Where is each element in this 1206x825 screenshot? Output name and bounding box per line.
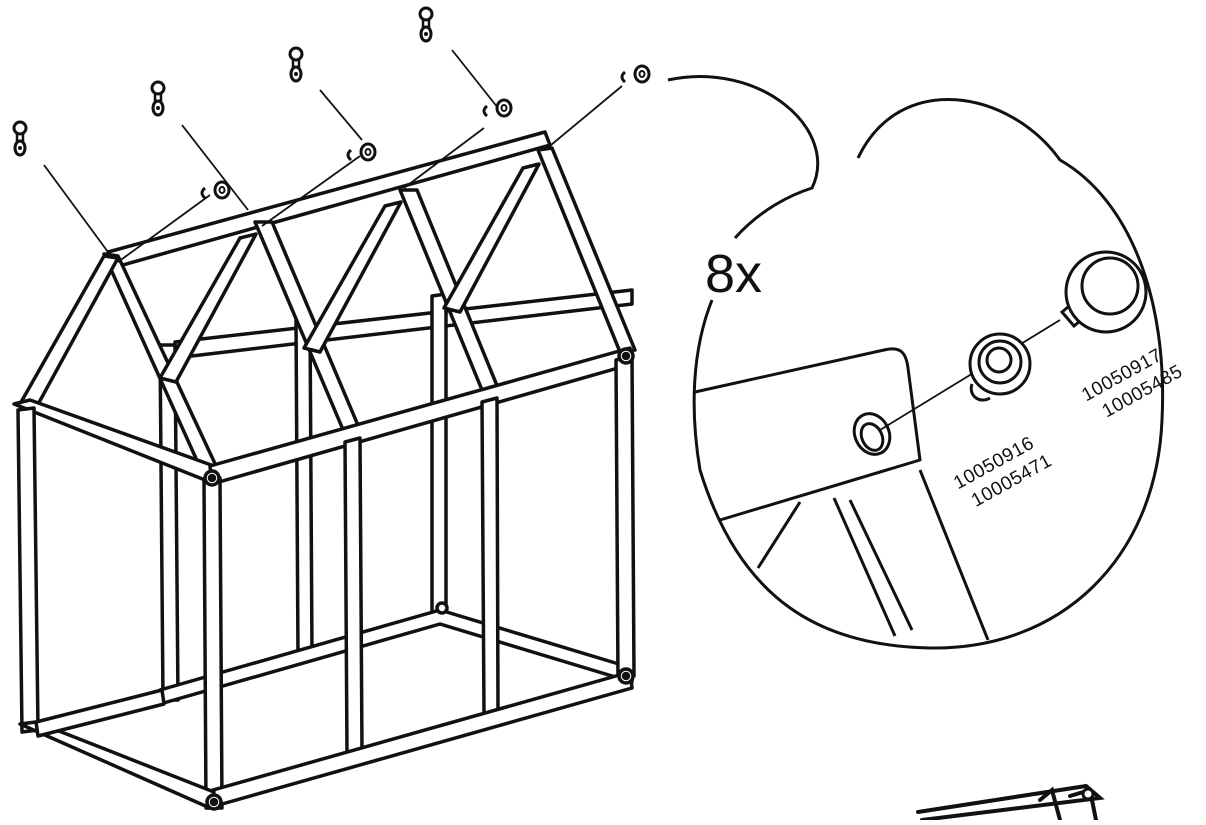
detail-zoom-bubble [667, 75, 1165, 650]
cap-part-numbers: 10050917 10005485 [1078, 345, 1186, 422]
detail-contents [694, 319, 1061, 641]
greenhouse-frame-illustration [12, 130, 637, 811]
screw-icon [12, 6, 434, 157]
cap-nut-icon [1059, 250, 1148, 334]
hardware-insertion-lines [43, 49, 623, 263]
next-frame-preview [916, 783, 1105, 822]
detail-washer-icon [968, 332, 1032, 402]
washer-part-numbers: 10050916 10005471 [950, 433, 1055, 512]
quantity-label: 8x [705, 244, 762, 304]
